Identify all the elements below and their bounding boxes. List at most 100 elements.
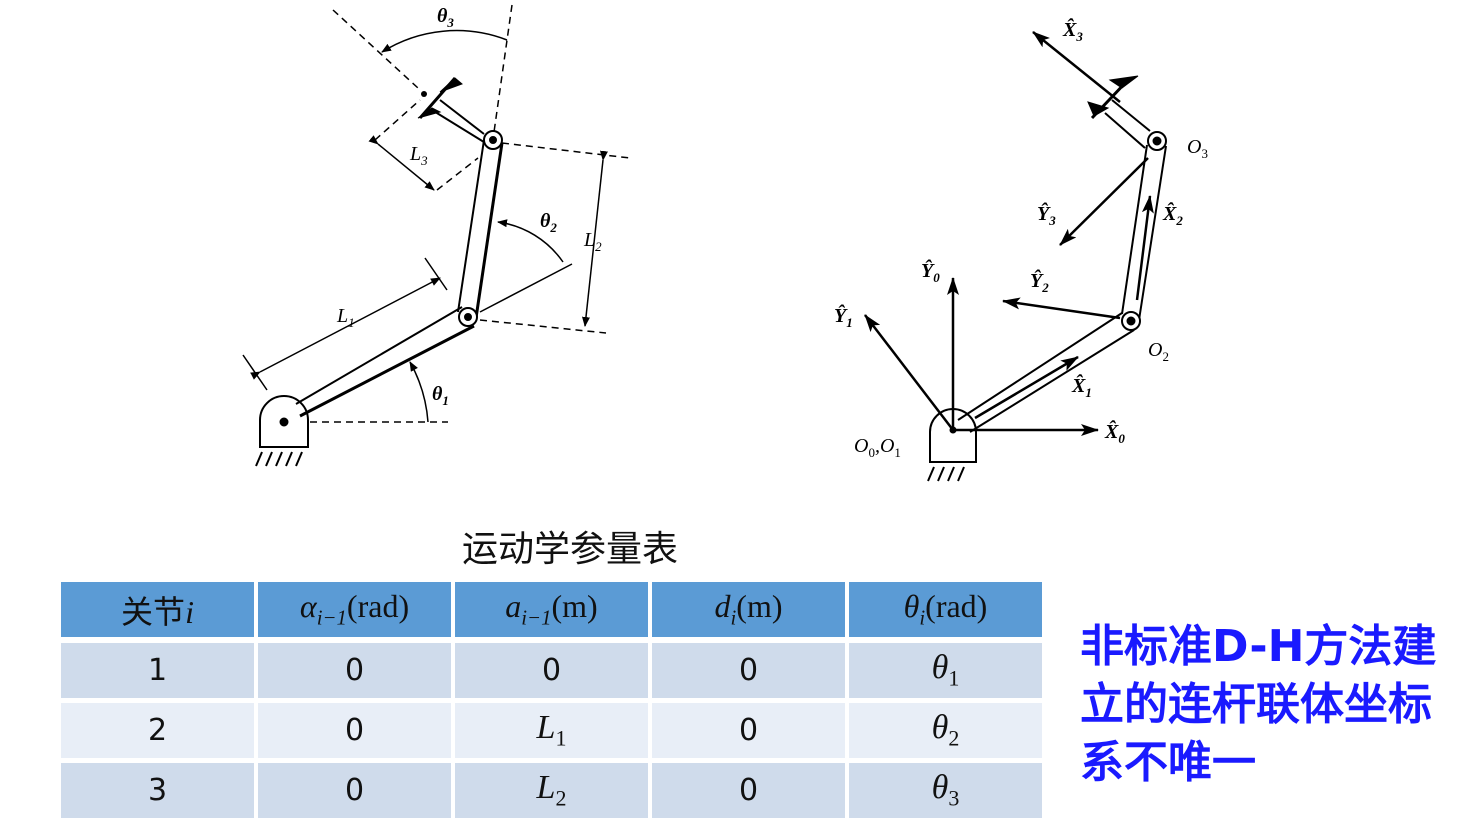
header-unit: (rad) (925, 588, 988, 625)
header-unit: (rad) (346, 588, 410, 625)
label-Y2: Ŷ2 (1030, 268, 1049, 295)
label-Y1: Ŷ1 (834, 303, 853, 330)
label-X2: X̂2 (1162, 201, 1183, 228)
table-cell: 0 (258, 703, 455, 763)
table-cell: L2 (455, 763, 652, 823)
cell-subscript: 3 (948, 785, 960, 811)
left-arm-diagram (242, 4, 631, 467)
note-line: 系不唯一 (1080, 737, 1256, 788)
table-cell: 0 (455, 643, 652, 703)
cell-subscript: 1 (555, 725, 567, 751)
note-line: 非标准D-H方法建 (1080, 621, 1437, 672)
link-1-extension (479, 263, 573, 313)
axis-X2 (1135, 195, 1154, 301)
reference-lines (310, 4, 631, 423)
cell-value: 1 (147, 653, 168, 688)
column-header: ai−1(m) (455, 582, 652, 643)
label-theta2: θ2 (540, 210, 557, 235)
cell-variable: θ (931, 709, 949, 747)
table-cell: θ1 (849, 643, 1046, 703)
header-variable: α (299, 588, 317, 625)
cell-subscript: 1 (948, 665, 960, 691)
cell-value: 2 (147, 713, 168, 748)
left-diagram-labels: θ3 L3 θ2 L2 L1 θ1 (336, 5, 602, 408)
cell-variable: L (536, 709, 556, 747)
right-diagram-labels: X̂3 O3 X̂2 Ŷ3 Ŷ0 Ŷ2 Ŷ1 O2 X̂1 X̂0 O0,O1 (834, 17, 1208, 460)
cell-value: 0 (344, 653, 365, 688)
base-mount (255, 395, 309, 467)
header-variable: θ (903, 588, 920, 625)
label-X3: X̂3 (1062, 17, 1083, 44)
table-cell: 1 (61, 643, 258, 703)
table-cell: 0 (258, 643, 455, 703)
cell-subscript: 2 (555, 785, 567, 811)
column-header: 关节i (61, 582, 258, 643)
label-X0: X̂0 (1104, 419, 1125, 446)
axis-Y3 (1059, 157, 1149, 246)
table-cell: θ2 (849, 703, 1046, 763)
label-theta3: θ3 (437, 5, 454, 30)
cell-value: 0 (344, 713, 365, 748)
header-variable: a (505, 588, 522, 625)
right-arm-diagram (864, 31, 1167, 482)
label-X1: X̂1 (1071, 373, 1092, 400)
axis-Y2 (1002, 297, 1121, 320)
link-1 (957, 312, 1135, 433)
label-L2: L2 (583, 229, 602, 254)
cell-variable: θ (931, 769, 949, 807)
frame-axes (864, 31, 1154, 436)
link-2 (457, 139, 504, 319)
label-L3: L3 (409, 143, 428, 168)
label-Y3: Ŷ3 (1037, 201, 1056, 228)
cell-variable: θ (931, 649, 949, 687)
header-text: 关节 (121, 593, 186, 630)
note-line: 立的连杆联体坐标 (1080, 679, 1432, 730)
cell-value: 3 (147, 773, 168, 808)
header-subscript: i−1 (521, 606, 552, 630)
link-3 (1087, 75, 1151, 149)
column-header: θi(rad) (849, 582, 1046, 643)
label-O3: O3 (1187, 136, 1208, 161)
column-header: di(m) (652, 582, 849, 643)
label-L1: L1 (336, 305, 355, 330)
header-variable: i (185, 593, 194, 630)
header-subscript: i (730, 606, 737, 630)
table-cell: 3 (61, 763, 258, 823)
header-unit: (m) (736, 588, 783, 625)
axis-Y1 (864, 314, 954, 431)
cell-value: 0 (738, 713, 759, 748)
column-header: αi−1(rad) (258, 582, 455, 643)
header-subscript: i−1 (316, 606, 347, 630)
table-cell: 0 (258, 763, 455, 823)
table-cell: 0 (652, 763, 849, 823)
label-O2: O2 (1148, 339, 1169, 364)
angle-arcs (381, 29, 564, 423)
link-2 (1121, 144, 1167, 321)
cell-value: 0 (344, 773, 365, 808)
header-subscript: i (919, 606, 926, 630)
robot-arm-diagrams: θ3 L3 θ2 L2 L1 θ1 (242, 4, 1208, 482)
header-unit: (m) (551, 588, 598, 625)
dimension-lines (242, 135, 608, 391)
cell-value: 0 (738, 773, 759, 808)
cell-value: 0 (541, 653, 562, 688)
cell-variable: L (536, 769, 556, 807)
label-Y0: Ŷ0 (921, 258, 940, 285)
axis-X3 (1032, 31, 1121, 103)
link-3 (417, 77, 493, 148)
table-cell: L1 (455, 703, 652, 763)
table-title: 运动学参量表 (461, 529, 678, 570)
table-cell: 0 (652, 703, 849, 763)
table-cell: 0 (652, 643, 849, 703)
table-cell: θ3 (849, 763, 1046, 823)
table-cell: 2 (61, 703, 258, 763)
label-theta1: θ1 (432, 383, 449, 408)
cell-subscript: 2 (948, 725, 960, 751)
axis-X1 (974, 355, 1079, 420)
label-O0-O1: O0,O1 (854, 435, 901, 460)
